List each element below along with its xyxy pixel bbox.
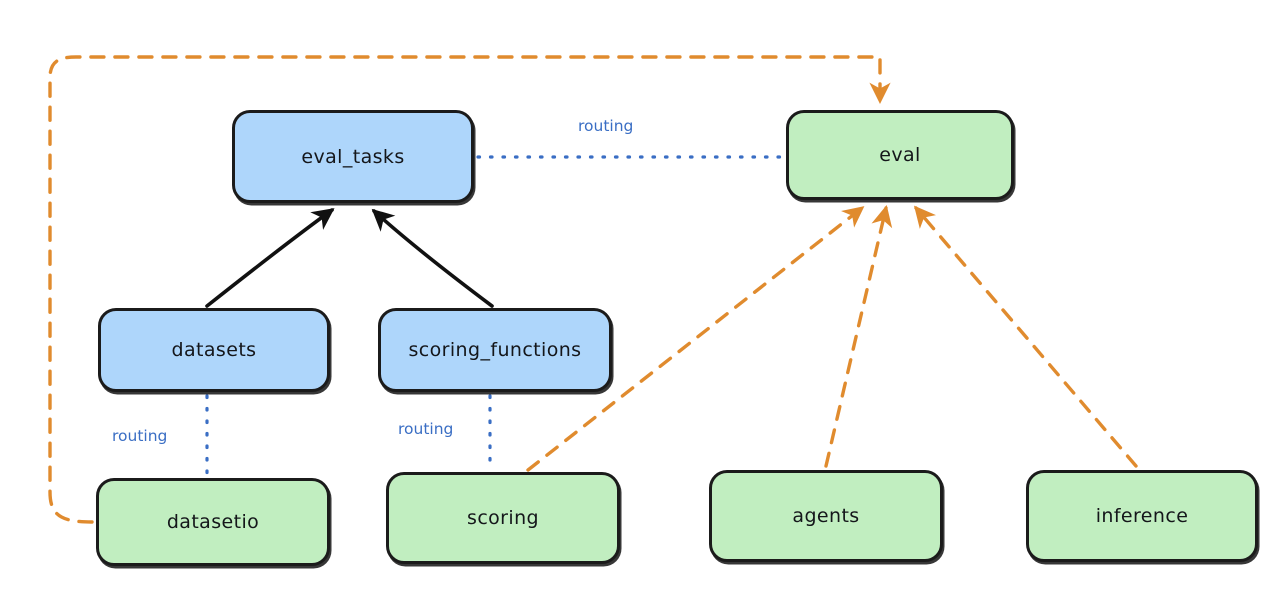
node-label-agents: agents [792,505,860,527]
node-label-datasets: datasets [171,339,257,361]
node-scoring[interactable]: scoring [386,472,620,564]
node-scoring-functions[interactable]: scoring_functions [378,308,612,392]
edge-datasetio-to-eval [48,55,891,524]
node-label-scoring: scoring [467,507,539,529]
edge-scoring-functions-to-eval-tasks [371,208,494,308]
node-datasetio[interactable]: datasetio [96,478,330,566]
node-label-inference: inference [1095,505,1189,527]
node-datasets[interactable]: datasets [98,308,330,392]
node-label-eval: eval [879,144,921,166]
edge-label-routing-scoring: routing [398,420,454,438]
node-eval[interactable]: eval [786,110,1014,200]
node-agents[interactable]: agents [709,470,943,562]
edge-datasets-to-eval-tasks [205,208,335,308]
edge-agents-to-eval [824,205,893,468]
node-eval-tasks[interactable]: eval_tasks [232,110,474,203]
node-label-scoring-functions: scoring_functions [408,339,582,361]
node-label-eval-tasks: eval_tasks [301,145,405,168]
node-inference[interactable]: inference [1026,470,1258,562]
edge-label-routing-datasetio: routing [112,427,168,445]
edge-scoring-to-eval [526,206,865,472]
edge-inference-to-eval [914,205,1138,468]
node-label-datasetio: datasetio [166,511,260,533]
edge-label-routing-eval: routing [578,117,634,135]
